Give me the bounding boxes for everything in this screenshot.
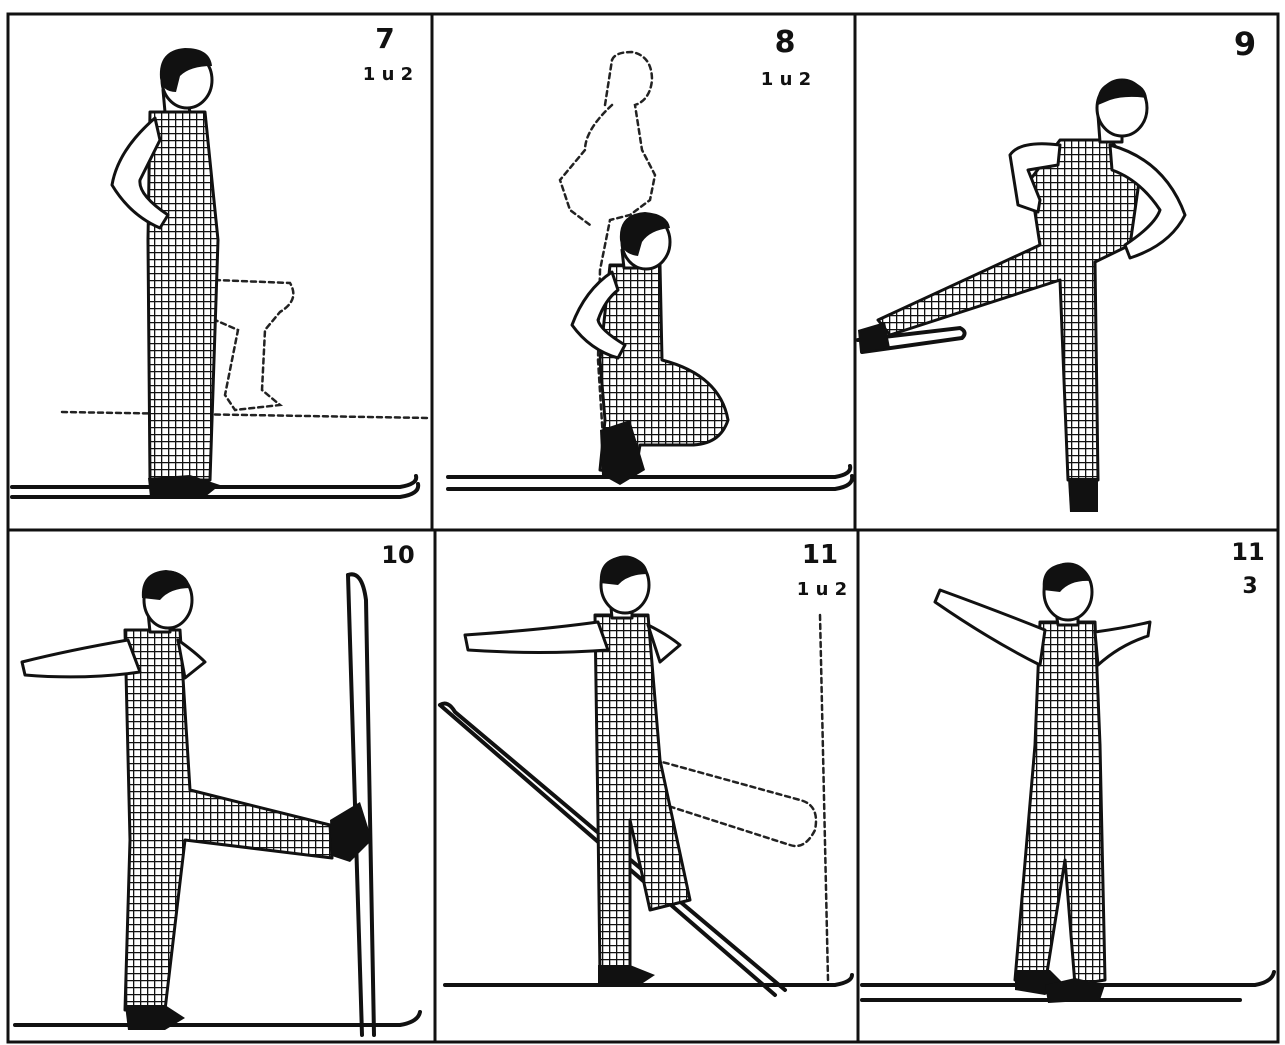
- ski-horizontal: [15, 1012, 420, 1025]
- panel-number: 11: [1231, 538, 1264, 566]
- panel-number: 9: [1234, 25, 1256, 63]
- panel-sub-label: 1 u 2: [797, 579, 847, 600]
- panel-10: 10: [15, 541, 420, 1035]
- panel-number: 10: [381, 541, 414, 569]
- ski-horizontal: [448, 466, 852, 489]
- ski-vertical: [348, 574, 374, 1035]
- dashed-leg-outline: [655, 760, 816, 846]
- dashed-leg-outline: [215, 280, 293, 410]
- panel-number: 7: [375, 22, 394, 55]
- panel-11b: 11 3: [862, 538, 1274, 1003]
- panel-11a: 11 1 u 2: [440, 540, 852, 995]
- skier-figure: [112, 48, 220, 497]
- panel-number: 8: [775, 25, 796, 60]
- skier-figure: [465, 556, 690, 985]
- panel-sub-label: 1 u 2: [761, 69, 811, 90]
- panel-sub-label: 3: [1242, 574, 1257, 599]
- skier-figure: [935, 563, 1150, 1003]
- panel-9: 9: [858, 25, 1256, 512]
- panel-sub-label: 1 u 2: [363, 64, 413, 85]
- skier-figure: [22, 570, 372, 1030]
- dashed-ski-outline: [62, 412, 430, 418]
- skier-figure: [572, 212, 728, 485]
- skier-figure: [858, 80, 1185, 512]
- panel-7: 7 1 u 2: [12, 22, 430, 497]
- panel-number: 11: [802, 540, 838, 570]
- dashed-vertical-ski: [820, 615, 828, 980]
- panel-8: 8 1 u 2: [448, 25, 852, 489]
